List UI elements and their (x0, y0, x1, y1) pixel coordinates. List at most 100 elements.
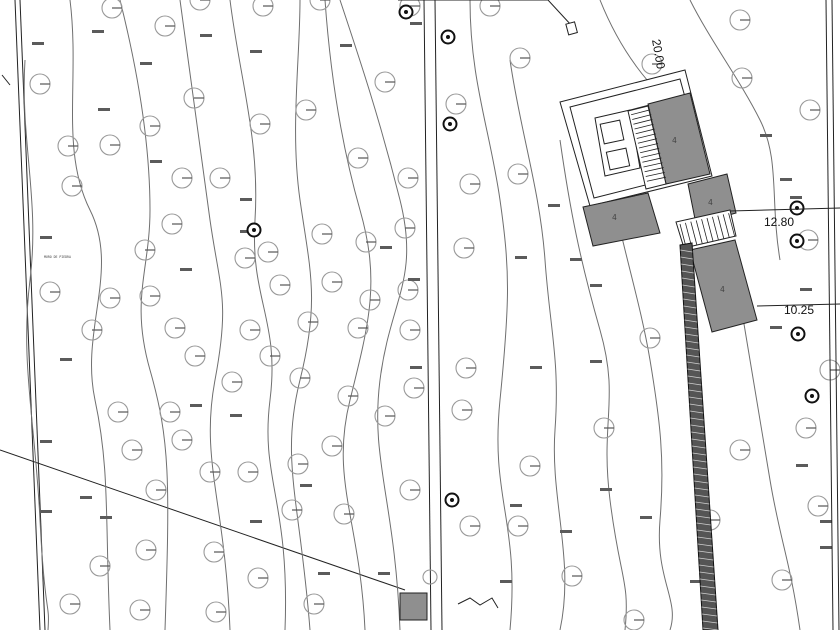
stair-tread (641, 152, 661, 158)
building-label-4: 4 (720, 285, 725, 294)
spot-elevation-mark (820, 546, 832, 549)
spot-elevation-mark (515, 256, 527, 259)
dimension-label-top: 20.00 (649, 38, 668, 70)
spot-elevation-mark (780, 178, 792, 181)
ramp-hatch-line (684, 319, 698, 323)
survey-marker-icon (444, 492, 460, 508)
ramp-hatch-line (685, 340, 699, 344)
stair-tread (646, 176, 666, 182)
ramp-hatch-line (700, 585, 716, 589)
spot-elevation-mark (32, 42, 44, 45)
building-label-2: 4 (612, 213, 617, 222)
spot-elevation-mark (690, 580, 702, 583)
spot-elevation-mark (40, 440, 52, 443)
dimension-label-mid: 12.80 (764, 215, 794, 229)
ramp-hatch-line (690, 424, 705, 428)
stone-wall-label: MURO DE PIEDRA (44, 255, 71, 259)
ramp-hatch-line (701, 606, 717, 610)
stair-tread (712, 216, 719, 240)
stair-tread (637, 138, 657, 144)
ramp-hatch-line (696, 522, 711, 526)
spot-elevation-mark (40, 236, 52, 239)
survey-markers (246, 4, 820, 508)
stair-block-1 (627, 104, 667, 190)
tree-icon (189, 0, 211, 11)
spot-elevation-mark (250, 50, 262, 53)
building-label-1: 4 (672, 136, 677, 145)
spot-elevation-mark (560, 530, 572, 533)
ramp-hatch-line (693, 473, 708, 477)
tree-symbols (29, 0, 840, 630)
central-road (423, 0, 443, 630)
spot-elevation-mark (190, 404, 202, 407)
spot-elevation-mark (380, 246, 392, 249)
spot-elevation-mark (800, 288, 812, 291)
ramp-hatch-line (682, 284, 695, 288)
ramp-hatch-line (689, 403, 703, 407)
spot-elevation-mark (408, 278, 420, 281)
ramp-hatch-line (694, 480, 708, 484)
stair-tread (643, 162, 663, 168)
spot-elevation-mark (590, 360, 602, 363)
survey-marker-icon (440, 29, 456, 45)
ramp-hatch-line (701, 613, 717, 617)
spot-elevations (32, 22, 832, 583)
ramp-hatch-line (696, 515, 711, 519)
ramp-hatch-line (686, 361, 700, 365)
spot-elevation-mark (98, 108, 110, 111)
spot-elevation-mark (150, 160, 162, 163)
stair-tread (722, 214, 730, 238)
stair-block-2 (675, 209, 737, 249)
survey-marker-icon (246, 222, 262, 238)
survey-marker-icon (789, 233, 805, 249)
spot-elevation-mark (410, 366, 422, 369)
spot-elevation-mark (770, 326, 782, 329)
ramp-hatch-line (695, 501, 710, 505)
spot-elevation-mark (40, 510, 52, 513)
stair-tread (636, 133, 656, 139)
stair-tread (632, 114, 652, 120)
stair-tread (631, 109, 651, 116)
ramp-hatch-line (692, 459, 707, 463)
tree-icon (252, 0, 274, 17)
ramp-hatch-line (694, 487, 709, 491)
stair-tread (633, 119, 653, 125)
ramp-hatch-line (702, 620, 718, 624)
ramp-hatch-line (693, 466, 708, 470)
spot-elevation-mark (548, 204, 560, 207)
top-lot-boundary (398, 0, 578, 36)
stair-tread (728, 213, 735, 237)
spot-elevation-mark (100, 516, 112, 519)
spot-elevation-mark (760, 134, 772, 137)
ramp-hatch-line (688, 382, 702, 386)
ramp-hatch-line (699, 564, 714, 568)
ramp-hatch-line (683, 312, 697, 316)
stair-tread (679, 223, 687, 248)
spot-elevation-mark (240, 230, 252, 233)
stair-tread (695, 220, 703, 244)
ramp-hatch-line (694, 494, 709, 498)
spot-elevation-mark (318, 572, 330, 575)
spot-elevation-mark (80, 496, 92, 499)
ramp-hatch-line (688, 389, 702, 393)
ramp-hatch-line (691, 431, 705, 435)
ramp-hatch-line (681, 263, 694, 267)
spot-elevation-mark (510, 504, 522, 507)
spot-elevation-mark (60, 358, 72, 361)
spot-elevation-mark (340, 44, 352, 47)
stair-tread (645, 171, 665, 177)
spot-elevation-mark (140, 62, 152, 65)
survey-marker-icon (442, 116, 458, 132)
stair-tread (629, 104, 650, 111)
ramp-hatch-line (686, 354, 700, 358)
ramp-hatch-line (697, 536, 712, 540)
stair-tread (717, 215, 725, 239)
ramp-hatch-line (687, 375, 701, 379)
ramp-hatch-line (680, 249, 693, 253)
survey-marker-icon (789, 200, 805, 216)
stair-tread (635, 128, 655, 135)
ramp-hatch-line (689, 410, 704, 414)
access-ramp (679, 242, 719, 630)
spot-elevation-mark (820, 520, 832, 523)
